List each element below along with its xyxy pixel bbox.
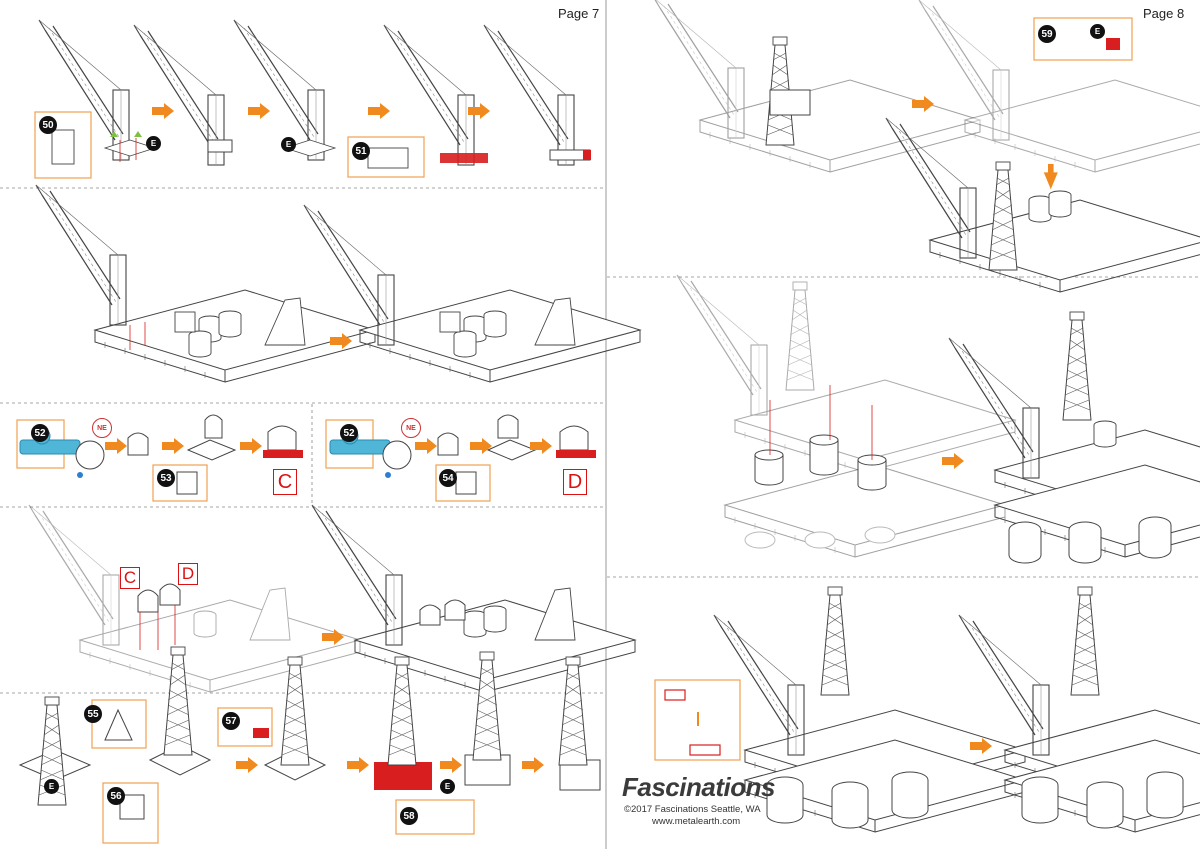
e-marker-55: E bbox=[44, 779, 59, 794]
ne-marker-left: NE bbox=[92, 418, 112, 438]
page8-bottom-assembly bbox=[654, 586, 1200, 833]
step-59-badge: 59 bbox=[1038, 25, 1056, 43]
page-number-right: Page 8 bbox=[1143, 6, 1185, 21]
label-c: C bbox=[273, 469, 297, 495]
e-marker-51: E bbox=[281, 137, 296, 152]
e-marker-50: E bbox=[146, 136, 161, 151]
e-marker-59: E bbox=[1090, 24, 1105, 39]
label-d-install: D bbox=[178, 563, 198, 585]
step-54-badge: 54 bbox=[439, 469, 457, 487]
page-number-left: Page 7 bbox=[558, 6, 600, 21]
step-52-badge-second: 52 bbox=[340, 424, 358, 442]
page8-top-assembly bbox=[653, 0, 1200, 293]
step-56-badge: 56 bbox=[107, 787, 125, 805]
step-58-badge: 58 bbox=[400, 807, 418, 825]
ne-marker-right: NE bbox=[401, 418, 421, 438]
row2-deck-assembly bbox=[35, 184, 641, 383]
label-c-install: C bbox=[120, 567, 140, 589]
step-53-badge: 53 bbox=[157, 469, 175, 487]
step-52-badge: 52 bbox=[31, 424, 49, 442]
row4-install-cd bbox=[28, 504, 636, 693]
label-d: D bbox=[563, 469, 587, 495]
copyright-text: ©2017 Fascinations Seattle, WA bbox=[624, 804, 761, 815]
step-50-badge: 50 bbox=[39, 116, 57, 134]
step-57-badge: 57 bbox=[222, 712, 240, 730]
row5-derrick-steps bbox=[18, 646, 601, 844]
row3-subassembly-c bbox=[16, 414, 303, 502]
page8-middle-assembly bbox=[676, 274, 1200, 564]
row1-crane-steps bbox=[34, 19, 591, 179]
website-url: www.metalearth.com bbox=[652, 816, 741, 827]
step-55-badge: 55 bbox=[84, 705, 102, 723]
e-marker-58: E bbox=[440, 779, 455, 794]
row3-subassembly-d bbox=[325, 414, 596, 502]
fascinations-logo: Fascinations bbox=[622, 772, 775, 802]
step-51-badge: 51 bbox=[352, 142, 370, 160]
